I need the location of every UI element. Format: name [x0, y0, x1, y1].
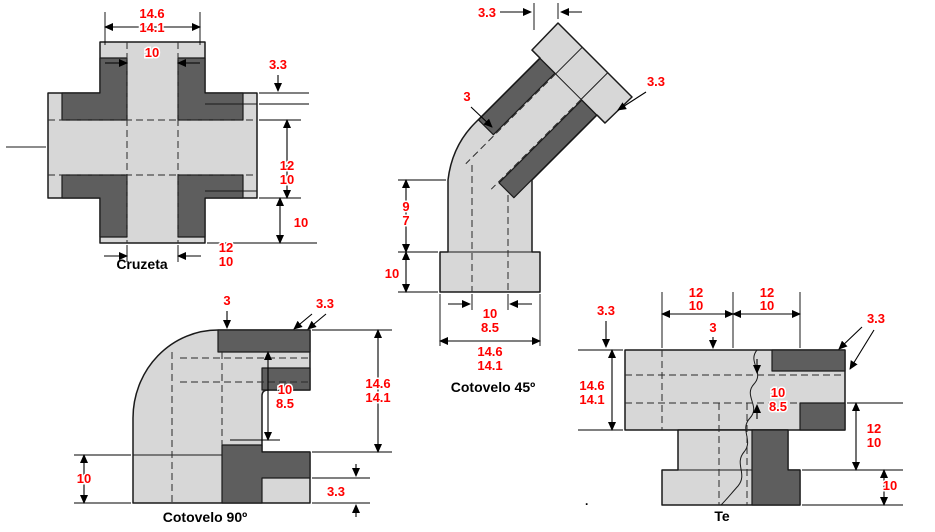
figure-te: 12 10 12 10 3.3 3.3 3 14.6 14.1 10 8.5 1… [578, 284, 903, 524]
cotovelo45-dim-width-a: 14.6 [477, 344, 502, 359]
cotovelo90-dimension-lines [74, 311, 392, 517]
cotovelo90-label: Cotovelo 90º [163, 509, 247, 525]
cotovelo45-dim-bore-b: 8.5 [481, 320, 499, 335]
cotovelo45-label: Cotovelo 45º [451, 379, 535, 395]
cotovelo45-dimension-lines [398, 3, 647, 346]
cotovelo45-dim-left-a: 9 [402, 199, 409, 214]
te-dim-right-a: 12 [867, 421, 881, 436]
cotovelo45-dim-bore-a: 10 [483, 306, 497, 321]
cruzeta-dimension-lines [104, 12, 317, 262]
cotovelo90-section-foot [221, 444, 311, 504]
te-hidden-lines [625, 350, 845, 505]
te-dim-top-right-a: 12 [760, 285, 774, 300]
cotovelo90-dim-top-wall: 3.3 [316, 296, 334, 311]
te-dim-wall: 3 [709, 320, 716, 335]
cotovelo45-dim-base-height: 10 [385, 266, 399, 281]
cotovelo90-dim-height-b: 14.1 [365, 390, 390, 405]
cotovelo45-dim-top-offset: 3.3 [478, 5, 496, 20]
te-dim-top-left-a: 12 [689, 285, 703, 300]
te-section-right [799, 402, 846, 431]
te-dim-top-right-b: 10 [760, 298, 774, 313]
cotovelo90-dim-height-a: 14.6 [365, 376, 390, 391]
cotovelo90-dim-bore-a: 10 [278, 382, 292, 397]
cotovelo45-dim-right-wall: 3.3 [647, 74, 665, 89]
cruzeta-dim-bore: 10 [145, 45, 159, 60]
te-dim-right-wall: 3.3 [867, 311, 885, 326]
cruzeta-section-top-right [177, 57, 244, 121]
te-section-top [771, 349, 846, 372]
stray-dot: . [585, 494, 588, 508]
cruzeta-dim-width-outer-a: 14.6 [139, 6, 164, 21]
cotovelo90-dim-base-height: 10 [77, 471, 91, 486]
te-dim-left-wall: 3.3 [597, 303, 615, 318]
figure-cotovelo-45: 3.3 3.3 3 9 7 10 10 8.5 14.6 14.1 Cotove… [383, 3, 667, 395]
cruzeta-section-bottom-left [61, 174, 128, 238]
cotovelo45-dim-wall: 3 [463, 89, 470, 104]
te-dimension-lines [578, 292, 903, 506]
cruzeta-dim-width-outer-b: 14.1 [139, 20, 164, 35]
cruzeta-dim-arm-depth: 10 [294, 215, 308, 230]
cruzeta-section-bottom-right [177, 174, 244, 238]
te-label: Te [714, 508, 730, 524]
te-break-line [720, 349, 759, 506]
cotovelo90-hidden-lines [171, 352, 310, 503]
te-dim-height-a: 14.6 [579, 378, 604, 393]
cruzeta-dim-right-b: 10 [280, 172, 294, 187]
cruzeta-section-top-left [61, 57, 128, 121]
figure-cruzeta: 14.6 14.1 10 3.3 12 10 10 12 10 Cruzeta [6, 5, 317, 272]
cruzeta-outline [47, 41, 258, 244]
cotovelo90-section-socket-bottom [261, 367, 311, 391]
cotovelo90-dim-wall: 3 [223, 293, 230, 308]
cotovelo90-dim-bore-b: 8.5 [276, 396, 294, 411]
te-dim-base-height: 10 [883, 478, 897, 493]
te-dim-bore-b: 8.5 [769, 399, 787, 414]
cruzeta-label: Cruzeta [116, 256, 168, 272]
te-dim-right-b: 10 [867, 435, 881, 450]
cruzeta-dim-wall: 3.3 [269, 57, 287, 72]
cruzeta-dim-bottom-b: 10 [219, 254, 233, 269]
cotovelo45-body [439, 22, 633, 293]
te-dim-height-b: 14.1 [579, 392, 604, 407]
figure-cotovelo-90: 3 3.3 10 8.5 14.6 14.1 10 3.3 Cotovelo 9… [74, 292, 392, 525]
te-dim-top-left-b: 10 [689, 298, 703, 313]
cruzeta-dim-bottom-a: 12 [219, 240, 233, 255]
cruzeta-body [6, 41, 258, 244]
cotovelo45-dim-left-b: 7 [402, 213, 409, 228]
cotovelo90-section-top [217, 329, 311, 353]
te-section-stem [751, 429, 801, 506]
cotovelo90-dim-foot: 3.3 [327, 484, 345, 499]
te-body [624, 349, 846, 506]
cruzeta-hidden-lines [48, 42, 257, 243]
te-dim-bore-a: 10 [771, 385, 785, 400]
cotovelo45-dim-width-b: 14.1 [477, 358, 502, 373]
cruzeta-dim-right-a: 12 [280, 158, 294, 173]
